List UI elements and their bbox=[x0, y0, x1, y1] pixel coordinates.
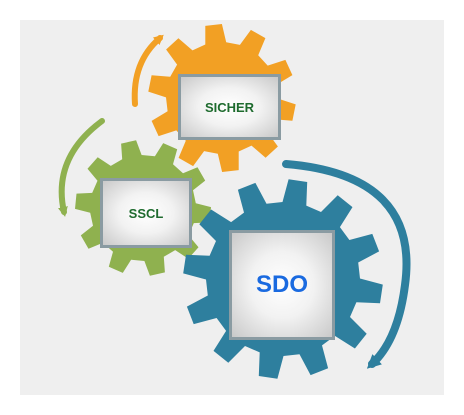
sdo-label-box: SDO bbox=[229, 230, 335, 340]
orange-curved-arrow-icon bbox=[131, 34, 164, 107]
sicher-label: SICHER bbox=[204, 99, 255, 115]
blue-curved-arrow-icon bbox=[282, 160, 411, 369]
sicher-label-box: SICHER bbox=[178, 74, 281, 140]
green-curved-arrow-icon bbox=[58, 118, 105, 217]
sscl-label-box: SSCL bbox=[100, 178, 192, 248]
sscl-label: SSCL bbox=[128, 205, 164, 221]
sdo-label: SDO bbox=[255, 271, 308, 298]
